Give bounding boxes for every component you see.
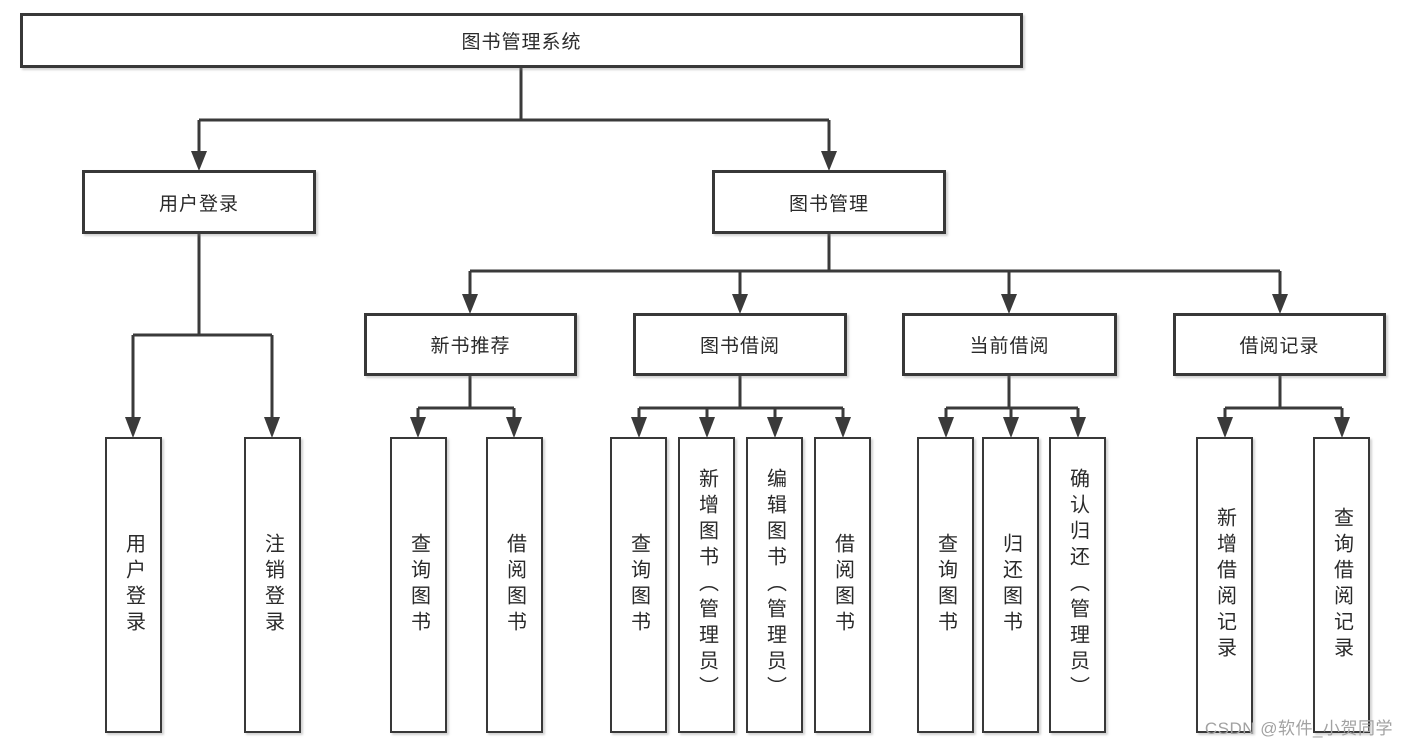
- leaf-label: 归还图书: [999, 533, 1022, 637]
- node-label: 当前借阅: [969, 336, 1050, 357]
- node-user-login: 用户登录: [82, 170, 316, 234]
- node-label: 新书推荐: [430, 336, 511, 357]
- arrowhead: [1334, 417, 1350, 438]
- leaf-label: 借阅图书: [831, 533, 854, 637]
- leaf-label: 注销登录: [261, 533, 284, 637]
- connector-current-to-leaves: [944, 376, 1080, 418]
- leaf-query-book-borrowing: 查询图书: [610, 437, 667, 733]
- arrowhead: [410, 417, 426, 438]
- leaf-label: 确认归还（管理员）: [1066, 468, 1089, 702]
- arrowhead: [264, 417, 280, 438]
- leaf-add-book-admin: 新增图书（管理员）: [678, 437, 735, 733]
- node-label: 用户登录: [158, 193, 239, 215]
- arrowhead: [1272, 294, 1288, 314]
- arrowhead: [1070, 417, 1086, 438]
- leaf-label: 查询图书: [407, 533, 430, 637]
- leaf-user-login: 用户登录: [105, 437, 162, 733]
- node-current-borrowing: 当前借阅: [902, 313, 1117, 376]
- leaf-query-book-recommend: 查询图书: [390, 437, 447, 733]
- arrowhead: [835, 417, 851, 438]
- connector-userlogin-to-leaves: [131, 234, 274, 418]
- node-label: 图书管理系统: [461, 32, 582, 53]
- arrowhead: [821, 151, 837, 171]
- connector-root-to-level2: [197, 68, 831, 152]
- arrowhead: [462, 294, 478, 314]
- leaf-label: 新增借阅记录: [1213, 507, 1236, 663]
- node-book-management: 图书管理: [712, 170, 946, 234]
- node-book-borrowing: 图书借阅: [633, 313, 847, 376]
- node-label: 图书管理: [788, 193, 869, 215]
- arrowhead: [1003, 417, 1019, 438]
- leaf-return-book: 归还图书: [982, 437, 1039, 733]
- arrowhead: [506, 417, 522, 438]
- leaf-label: 查询图书: [627, 533, 650, 637]
- arrowhead: [125, 417, 141, 438]
- arrowhead: [631, 417, 647, 438]
- node-borrowing-records: 借阅记录: [1173, 313, 1386, 376]
- leaf-confirm-return-admin: 确认归还（管理员）: [1049, 437, 1106, 733]
- node-label: 图书借阅: [699, 336, 780, 357]
- node-label: 借阅记录: [1239, 336, 1320, 357]
- leaf-label: 编辑图书（管理员）: [763, 468, 786, 702]
- leaf-query-book-current: 查询图书: [917, 437, 974, 733]
- leaf-borrow-book: 借阅图书: [814, 437, 871, 733]
- leaf-logout: 注销登录: [244, 437, 301, 733]
- leaf-add-borrow-record: 新增借阅记录: [1196, 437, 1253, 733]
- leaf-label: 新增图书（管理员）: [695, 468, 718, 702]
- leaf-query-borrow-record: 查询借阅记录: [1313, 437, 1370, 733]
- node-new-book-recommend: 新书推荐: [364, 313, 577, 376]
- node-root-system: 图书管理系统: [20, 13, 1023, 68]
- leaf-label: 用户登录: [122, 533, 145, 637]
- connector-bookmgmt-to-level3: [468, 234, 1282, 295]
- leaf-label: 借阅图书: [503, 533, 526, 637]
- leaf-label: 查询借阅记录: [1330, 507, 1353, 663]
- arrowhead: [1001, 294, 1017, 314]
- arrowhead: [767, 417, 783, 438]
- arrowhead: [732, 294, 748, 314]
- arrowhead: [699, 417, 715, 438]
- connector-newbook-to-leaves: [416, 376, 516, 418]
- arrowhead: [1217, 417, 1233, 438]
- leaf-edit-book-admin: 编辑图书（管理员）: [746, 437, 803, 733]
- connector-records-to-leaves: [1223, 376, 1344, 418]
- connector-borrow-to-leaves: [637, 376, 845, 418]
- arrowhead: [191, 151, 207, 171]
- csdn-watermark: CSDN @软件_小贺同学: [1204, 719, 1393, 738]
- leaf-label: 查询图书: [934, 533, 957, 637]
- arrowhead: [938, 417, 954, 438]
- leaf-borrow-book-recommend: 借阅图书: [486, 437, 543, 733]
